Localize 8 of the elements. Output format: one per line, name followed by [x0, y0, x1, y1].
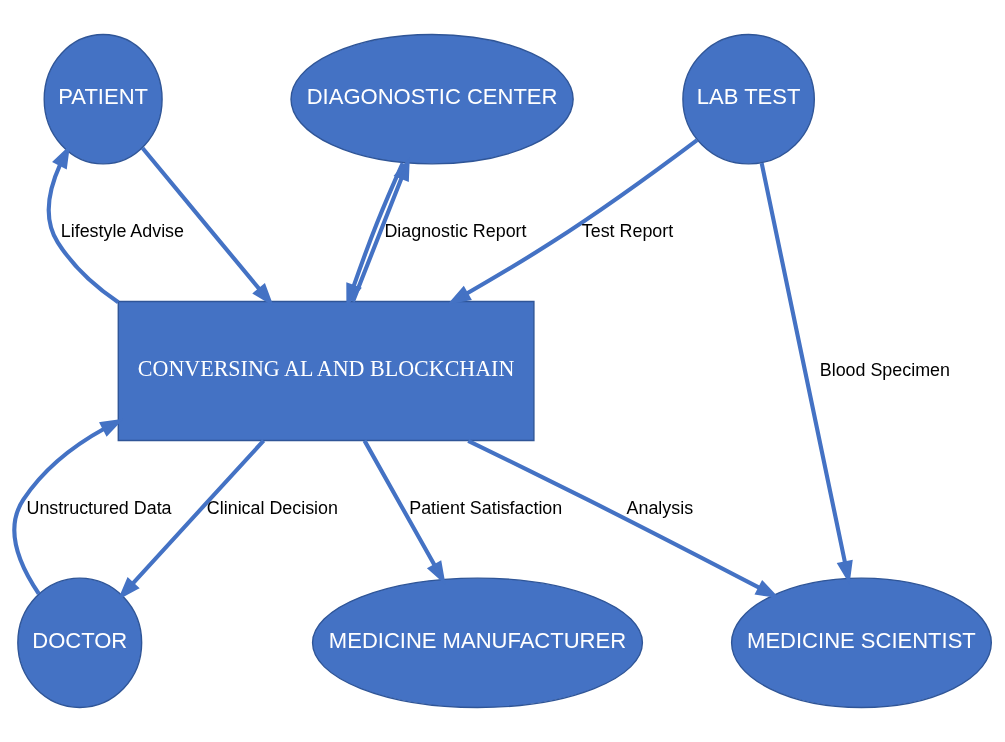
edge-label: Test Report: [581, 221, 674, 242]
edge-label: Analysis: [626, 497, 694, 518]
edge-label: Diagnostic Report: [384, 221, 527, 242]
edge-label: Patient Satisfaction: [409, 497, 563, 518]
edge-label: Blood Specimen: [819, 359, 950, 380]
edge-label: Clinical Decision: [206, 497, 338, 518]
edge-label: Lifestyle Advise: [60, 221, 185, 242]
edge-label: Unstructured Data: [26, 497, 172, 518]
